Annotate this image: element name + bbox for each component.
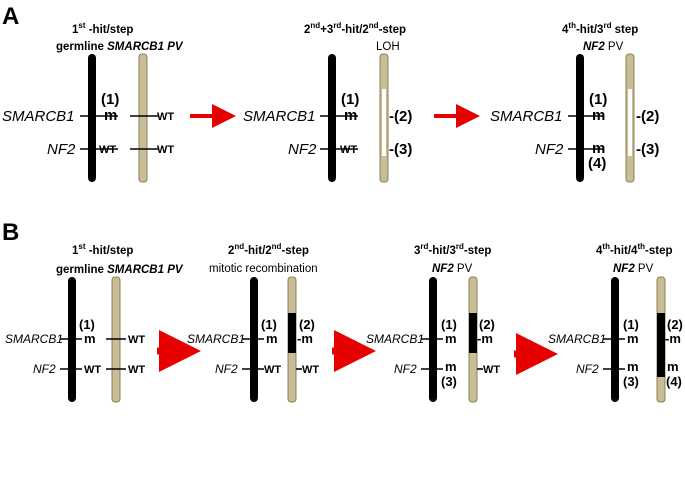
b-step3-gene-nf2: NF2 xyxy=(394,362,417,376)
b-step4-gene-smarcb1: SMARCB1 xyxy=(548,332,606,346)
a-step2-wt-label: WT xyxy=(340,144,357,156)
b-step1-gene-smarcb1: SMARCB1 xyxy=(5,332,63,346)
b-step1-hit1-label: (1) xyxy=(79,317,95,332)
a-step2-hit2-label: -(2) xyxy=(389,108,412,125)
b-step3-m-label: m xyxy=(445,331,457,346)
b-step4-m-label-light-nf2: m xyxy=(667,359,679,374)
a-step1-light-chromosome xyxy=(138,53,148,183)
b-step3-recombined-segment xyxy=(469,313,477,353)
b-step3-hit2-label: (2) xyxy=(479,317,495,332)
b-step3-m-label-light: -m xyxy=(477,331,493,346)
a-step1-gene-nf2: NF2 xyxy=(47,141,76,158)
a-step3-m-label: m xyxy=(592,107,605,124)
b-step4-header-line1: 4th-hit/4th-step xyxy=(596,242,673,257)
a-step1-wt-label-light-1: WT xyxy=(157,111,174,123)
b-step2-header-line1: 2nd-hit/2nd-step xyxy=(228,242,309,257)
b-step3-m-label-nf2: m xyxy=(445,359,457,374)
b-step2-recombined-segment xyxy=(288,313,296,353)
a-step2-m-label: m xyxy=(344,107,357,124)
a-step2-gene-nf2: NF2 xyxy=(288,141,317,158)
b-step1-header-line1: 1st -hit/step xyxy=(72,242,133,257)
a-step2-hit1-label: (1) xyxy=(341,91,359,108)
b-step4-header-line2: NF2 PV xyxy=(613,263,654,275)
b-step4-m-label: m xyxy=(627,331,639,346)
b-step4-m-label-light: -m xyxy=(665,331,681,346)
a-step3-dark-chromosome xyxy=(576,54,584,182)
a-step2-dark-chromosome xyxy=(328,54,336,182)
b-step4-hit1-label: (1) xyxy=(623,317,639,332)
a-step3-hit1-label: (1) xyxy=(589,91,607,108)
panel-b-letter: B xyxy=(2,219,19,246)
b-step2-m-label-light: -m xyxy=(297,331,313,346)
a-step1-gene-smarcb1: SMARCB1 xyxy=(2,108,75,125)
b-step4-hit4-label: (4) xyxy=(666,374,682,389)
a-step1-header-line2: germline SMARCB1 PV xyxy=(56,41,184,53)
b-step1-wt-label-light-1: WT xyxy=(128,334,145,346)
a-step3-hit2-label: -(2) xyxy=(636,108,659,125)
b-step3-gene-smarcb1: SMARCB1 xyxy=(366,332,424,346)
b-step1-m-label: m xyxy=(84,331,96,346)
b-step2-gene-nf2: NF2 xyxy=(215,362,238,376)
b-step3-wt-label-light: WT xyxy=(483,364,500,376)
b-step1-wt-label-light-2: WT xyxy=(128,364,145,376)
a-step1-header-line1: 1st -hit/step xyxy=(72,21,133,36)
b-step1-header-line2: germline SMARCB1 PV xyxy=(56,264,184,276)
a-step1-wt-label: WT xyxy=(99,144,116,156)
b-step3-header-line1: 3rd-hit/3rd-step xyxy=(414,242,491,257)
b-step1-gene-nf2: NF2 xyxy=(33,362,56,376)
b-step2-hit2-label: (2) xyxy=(299,317,315,332)
a-step2-header-line1: 2nd+3rd-hit/2nd-step xyxy=(304,21,406,36)
a-step2-header-line2: LOH xyxy=(376,41,400,53)
a-step3-m-label-nf2: m xyxy=(592,140,605,157)
a-step3-loh-gap xyxy=(628,89,632,156)
a-step2-hit3-label: -(3) xyxy=(389,141,412,158)
b-step2-header-line2: mitotic recombination xyxy=(209,263,318,275)
b-step2-wt-label-light: WT xyxy=(302,364,319,376)
b-step4-recombined-segment xyxy=(657,313,665,377)
b-step3-hit1-label: (1) xyxy=(441,317,457,332)
b-step2-hit1-label: (1) xyxy=(261,317,277,332)
b-step3-header-line2: NF2 PV xyxy=(432,263,473,275)
a-step3-gene-smarcb1: SMARCB1 xyxy=(490,108,563,125)
b-step4-hit3-label: (3) xyxy=(623,374,639,389)
b-step4-gene-nf2: NF2 xyxy=(576,362,599,376)
b-step1-wt-label: WT xyxy=(84,364,101,376)
a-step3-header-line1: 4th-hit/3rd step xyxy=(562,21,638,36)
b-step2-wt-label: WT xyxy=(264,364,281,376)
a-step1-m-label: m xyxy=(104,107,117,124)
b-step2-gene-smarcb1: SMARCB1 xyxy=(187,332,245,346)
b-step4-m-label-nf2: m xyxy=(627,359,639,374)
b-step4-hit2-label: (2) xyxy=(667,317,683,332)
b-step2-m-label: m xyxy=(266,331,278,346)
a-step3-hit3-label: -(3) xyxy=(636,141,659,158)
a-step2-gene-smarcb1: SMARCB1 xyxy=(243,108,316,125)
a-step2-loh-gap xyxy=(382,89,386,156)
a-step3-hit4-label: (4) xyxy=(588,155,606,172)
b-step3-hit3-label: (3) xyxy=(441,374,457,389)
a-step1-wt-label-light-2: WT xyxy=(157,144,174,156)
a-step3-header-line2: NF2 PV xyxy=(583,41,624,53)
a-step1-dark-chromosome xyxy=(88,54,96,182)
panel-a-letter: A xyxy=(2,3,19,30)
a-step1-hit1-label: (1) xyxy=(101,91,119,108)
a-step3-gene-nf2: NF2 xyxy=(535,141,564,158)
